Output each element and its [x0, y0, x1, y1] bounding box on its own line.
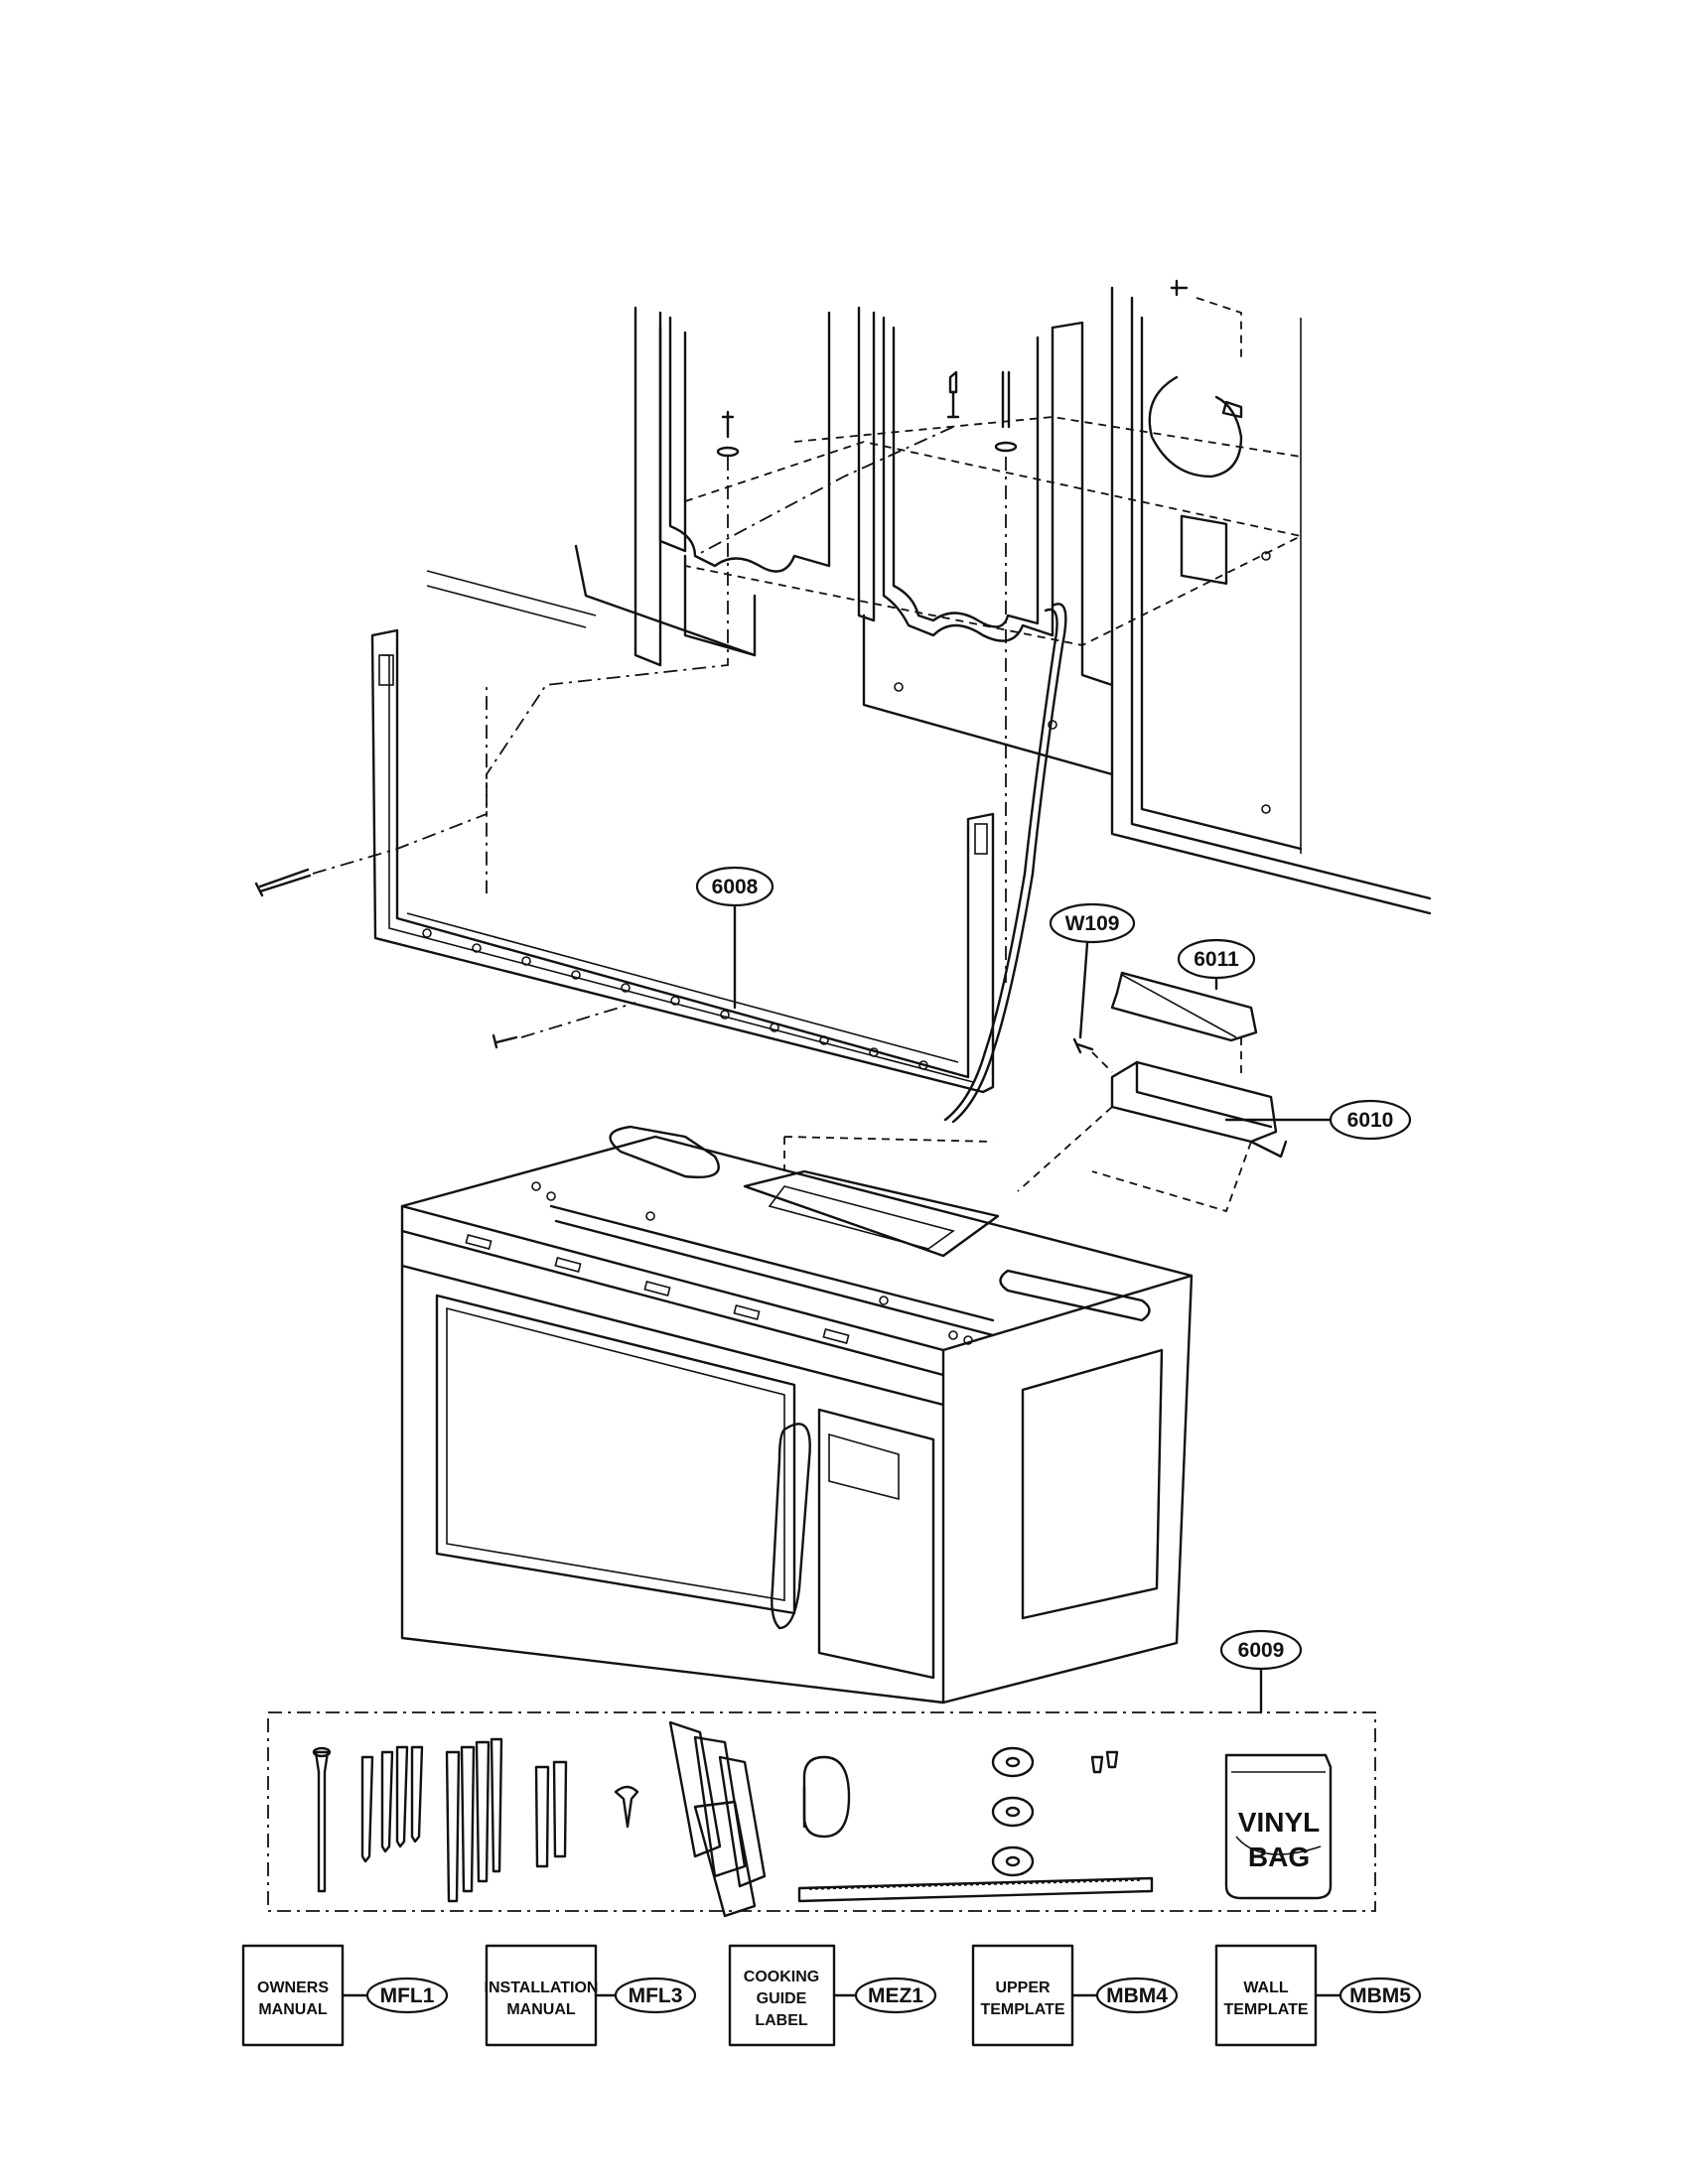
installation-manual-code: MFL3 [629, 1984, 683, 2007]
literature-cooking-guide-label: COOKING GUIDE LABEL MEZ1 [728, 1944, 937, 2047]
mounting-plate [254, 628, 995, 1094]
owners-manual-line2: MANUAL [258, 2001, 328, 2018]
literature-wall-template: WALL TEMPLATE MBM5 [1214, 1944, 1422, 2047]
vinyl-bag-label-line1: VINYL [1238, 1807, 1320, 1838]
upper-template-line2: TEMPLATE [980, 2001, 1064, 2018]
vent-slots [465, 1234, 850, 1344]
microwave-oven [400, 1125, 1194, 1705]
callout-6009-label: 6009 [1238, 1639, 1285, 1662]
hardware-kit [267, 1666, 1376, 1918]
literature-upper-template: UPPER TEMPLATE MBM4 [971, 1944, 1179, 2047]
callout-w109-label: W109 [1065, 912, 1120, 935]
callout-6008: 6008 [695, 866, 774, 907]
toggle-bolts [445, 1737, 503, 1903]
owners-manual-line1: OWNERS [257, 1979, 329, 1996]
wall-template-code: MBM5 [1349, 1984, 1411, 2007]
callout-6010-label: 6010 [1347, 1109, 1394, 1132]
callout-6009: 6009 [1219, 1629, 1303, 1671]
cooking-guide-line3: LABEL [755, 2012, 808, 2029]
installation-manual-line1: INSTALLATION [485, 1979, 599, 1996]
installation-manual-line2: MANUAL [506, 2001, 576, 2018]
callout-6008-label: 6008 [712, 876, 759, 898]
literature-owners-manual: OWNERS MANUAL MFL1 [241, 1944, 449, 2047]
literature-installation-manual: INSTALLATION MANUAL MFL3 [485, 1944, 697, 2047]
callout-6011-label: 6011 [1194, 948, 1239, 971]
cooking-guide-code: MEZ1 [868, 1984, 923, 2007]
vinyl-bag-label-line2: BAG [1248, 1842, 1310, 1872]
upper-template-line1: UPPER [995, 1979, 1051, 1996]
junction-box-parts [1017, 941, 1333, 1213]
owners-manual-code: MFL1 [380, 1984, 435, 2007]
mounting-plate-holes [422, 928, 928, 1070]
cooking-guide-line1: COOKING [744, 1969, 819, 1985]
lag-screws [360, 1745, 424, 1863]
callout-6011: 6011 [1177, 938, 1256, 980]
cooking-guide-line2: GUIDE [757, 1990, 807, 2007]
wall-template-line1: WALL [1243, 1979, 1289, 1996]
upper-cabinet-and-wall [426, 279, 1432, 1124]
spring-wings [668, 1720, 767, 1918]
callout-w109: W109 [1049, 902, 1136, 944]
wall-template-line2: TEMPLATE [1223, 2001, 1308, 2018]
callout-6010: 6010 [1329, 1099, 1412, 1141]
upper-template-code: MBM4 [1106, 1984, 1168, 2007]
